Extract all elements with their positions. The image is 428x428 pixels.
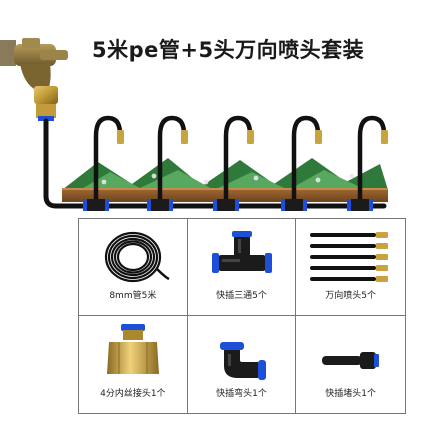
- component-cell-adapter: 4分内丝接头1个: [79, 316, 188, 413]
- end-plug-icon: [322, 352, 380, 369]
- pe-tube-line: [43, 118, 387, 209]
- component-cell-tee: 快插三通5个: [187, 219, 297, 316]
- product-title: 5米pe管+5头万向喷头套装: [92, 38, 365, 62]
- nozzle-stick-2: [310, 243, 389, 249]
- component-cell-nozzles: 万向喷头5个: [296, 219, 405, 316]
- component-label: 8mm管5米: [109, 291, 157, 301]
- elbow-connector-icon: [219, 342, 266, 380]
- nozzle-1: [83, 115, 124, 211]
- nozzle-5: [347, 115, 388, 211]
- coiled-tube-icon: [104, 231, 170, 283]
- component-label: 4分内丝接头1个: [100, 389, 166, 399]
- component-cell-plug: 快插堵头1个: [296, 316, 405, 413]
- nozzle-stick-1: [310, 232, 389, 238]
- nozzle-stick-5: [310, 276, 389, 282]
- nozzle-2: [147, 115, 188, 211]
- tee-connector-icon: [211, 231, 272, 273]
- component-cell-elbow: 快插弯头1个: [188, 316, 297, 413]
- nozzle-stick-3: [310, 254, 389, 260]
- component-label: 万向喷头5个: [325, 291, 377, 301]
- brass-adapter-icon: [107, 324, 159, 374]
- nozzle-stick-4: [310, 265, 389, 271]
- component-label: 快插弯头1个: [216, 389, 267, 399]
- nozzle-3: [213, 115, 254, 211]
- components-grid: 8mm管5米 快插三通5个 万向喷头5个: [78, 218, 406, 414]
- faucet-icon: [0, 38, 68, 121]
- component-cell-tube: 8mm管5米: [79, 219, 188, 316]
- component-label: 快插三通5个: [216, 291, 267, 301]
- nozzle-4: [281, 115, 322, 211]
- installation-illustration: [0, 38, 388, 211]
- universal-nozzles-icon: [310, 232, 389, 282]
- nozzle-assembly: [83, 115, 388, 211]
- component-label: 快插堵头1个: [325, 389, 377, 399]
